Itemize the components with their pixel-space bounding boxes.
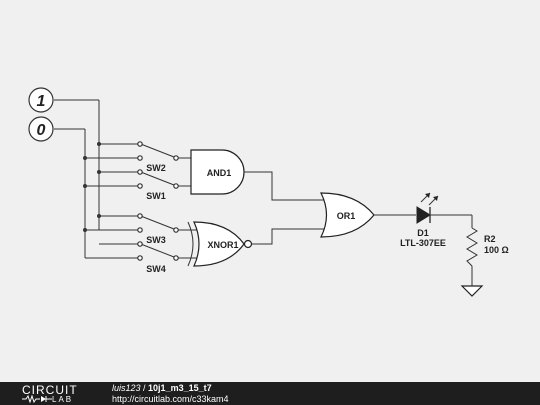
- or-input-wires: [244, 171, 329, 245]
- or-gate[interactable]: [320, 192, 375, 238]
- switch-sw1-label: SW1: [146, 191, 166, 201]
- ground-icon: [460, 285, 484, 297]
- switch-sw2[interactable]: [137, 141, 179, 161]
- switch-sw3[interactable]: [137, 213, 179, 233]
- light-emission-icon: [420, 192, 439, 206]
- input-pin-1[interactable]: 1: [28, 87, 54, 113]
- resistor-r2[interactable]: [466, 227, 478, 267]
- input-pin-0[interactable]: 0: [28, 116, 54, 142]
- circuit-schematic: 1 0 SW2 SW1 SW3 SW4: [28, 87, 509, 297]
- input-pin-0-label: 0: [37, 122, 46, 139]
- resistor-value-label: 100 Ω: [484, 245, 509, 255]
- project-name[interactable]: 10j1_m3_15_t7: [148, 383, 212, 393]
- switch-sw4[interactable]: [137, 241, 179, 261]
- led-ref-label: D1: [417, 228, 429, 238]
- input-1-wire: [54, 99, 100, 230]
- input-0-wire: [54, 128, 86, 258]
- logo-text-top: CIRCUIT: [22, 383, 78, 397]
- led-d1[interactable]: [416, 192, 439, 224]
- or-gate-label: OR1: [337, 211, 356, 221]
- junction-dots: [83, 142, 101, 232]
- switch-common-wires: [85, 143, 138, 259]
- title-separator: /: [140, 383, 149, 393]
- logo-text-bottom: LAB: [52, 395, 74, 404]
- project-title: luis123 / 10j1_m3_15_t7: [112, 383, 212, 393]
- switch-sw2-label: SW2: [146, 163, 166, 173]
- led-part-label: LTL-307EE: [400, 238, 446, 248]
- project-url[interactable]: http://circuitlab.com/c33kam4: [112, 394, 229, 404]
- xnor-gate-label: XNOR1: [207, 240, 238, 250]
- input-pin-1-label: 1: [37, 93, 46, 110]
- circuitlab-logo[interactable]: CIRCUIT LAB: [22, 383, 102, 405]
- author-name[interactable]: luis123: [112, 383, 141, 393]
- gate-input-wires: [178, 157, 197, 259]
- and-gate[interactable]: [190, 149, 245, 195]
- xnor-gate[interactable]: [187, 221, 253, 267]
- resistor-ref-label: R2: [484, 234, 496, 244]
- switch-sw3-label: SW3: [146, 235, 166, 245]
- footer-bar: CIRCUIT LAB luis123 / 10j1_m3_15_t7 http…: [0, 382, 540, 405]
- and-gate-label: AND1: [207, 168, 232, 178]
- resistor-diode-logo-icon: [22, 395, 52, 403]
- output-wires: [374, 214, 473, 286]
- switch-sw4-label: SW4: [146, 264, 166, 274]
